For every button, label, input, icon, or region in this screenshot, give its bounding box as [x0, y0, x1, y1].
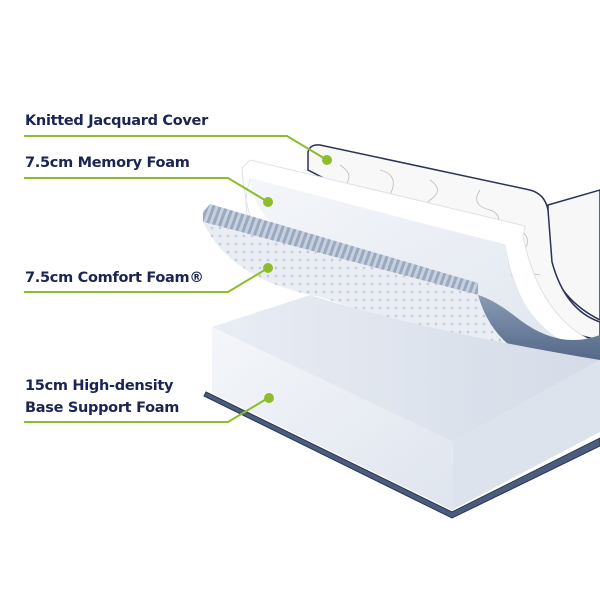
label-base-foam-line2: Base Support Foam — [25, 400, 180, 416]
leader-line-comfort-foam — [24, 267, 269, 293]
leader-dot-memory-foam — [263, 197, 273, 207]
leader-dot-base-foam — [264, 393, 274, 403]
leader-line-cover — [24, 135, 328, 161]
base-foam-layer — [203, 295, 600, 519]
label-base-foam-line1: 15cm High-density — [25, 378, 174, 394]
label-memory-foam: 7.5cm Memory Foam — [25, 155, 190, 171]
leader-dot-comfort-foam — [263, 263, 273, 273]
label-cover: Knitted Jacquard Cover — [25, 113, 208, 129]
leader-dot-cover — [322, 155, 332, 165]
leader-line-base-foam — [24, 397, 269, 423]
leader-line-memory-foam — [24, 177, 269, 203]
label-comfort-foam: 7.5cm Comfort Foam® — [25, 270, 204, 286]
